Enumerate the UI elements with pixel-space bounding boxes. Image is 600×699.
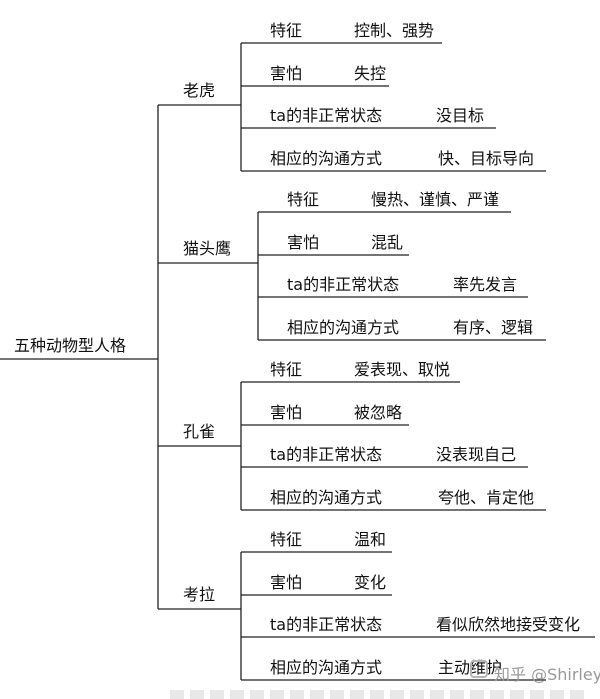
watermark-text: 知乎 @Shirley bbox=[494, 665, 600, 684]
row-key-2-2: ta的非正常状态 bbox=[270, 445, 383, 464]
row-key-0-1: 害怕 bbox=[270, 64, 303, 83]
group-label-0: 老虎 bbox=[183, 81, 216, 100]
row-value-2-2: 没表现自己 bbox=[436, 445, 517, 464]
row-value-1-0: 慢热、谨慎、严谨 bbox=[371, 190, 500, 209]
row-value-1-1: 混乱 bbox=[371, 233, 404, 252]
root-label: 五种动物型人格 bbox=[14, 336, 127, 355]
row-key-1-2: ta的非正常状态 bbox=[287, 275, 400, 294]
row-value-3-1: 变化 bbox=[354, 573, 387, 592]
row-value-0-3: 快、目标导向 bbox=[438, 149, 535, 168]
row-key-3-1: 害怕 bbox=[270, 573, 303, 592]
row-key-3-3: 相应的沟通方式 bbox=[270, 658, 383, 677]
row-value-0-1: 失控 bbox=[354, 64, 387, 83]
row-value-1-3: 有序、逻辑 bbox=[453, 318, 534, 337]
zhihu-logo-icon bbox=[470, 660, 488, 678]
row-value-0-2: 没目标 bbox=[436, 106, 485, 125]
row-value-3-0: 温和 bbox=[354, 530, 387, 549]
row-key-1-1: 害怕 bbox=[287, 233, 320, 252]
row-key-0-0: 特征 bbox=[270, 21, 303, 40]
row-value-0-0: 控制、强势 bbox=[354, 21, 435, 40]
row-key-2-3: 相应的沟通方式 bbox=[270, 488, 383, 507]
row-value-1-2: 率先发言 bbox=[453, 275, 518, 294]
row-key-1-0: 特征 bbox=[287, 190, 320, 209]
row-key-2-0: 特征 bbox=[270, 360, 303, 379]
row-value-2-3: 夸他、肯定他 bbox=[438, 488, 535, 507]
row-key-2-1: 害怕 bbox=[270, 403, 303, 422]
group-label-2: 孔雀 bbox=[183, 422, 216, 441]
row-key-3-0: 特征 bbox=[270, 530, 303, 549]
row-value-2-1: 被忽略 bbox=[354, 403, 403, 422]
group-label-1: 猫头鹰 bbox=[183, 239, 232, 258]
row-key-1-3: 相应的沟通方式 bbox=[287, 318, 400, 337]
cropped-text-fragment bbox=[170, 690, 590, 699]
row-key-0-3: 相应的沟通方式 bbox=[270, 149, 383, 168]
group-label-3: 考拉 bbox=[183, 585, 216, 604]
row-key-0-2: ta的非正常状态 bbox=[270, 106, 383, 125]
row-value-2-0: 爱表现、取悦 bbox=[354, 360, 451, 379]
row-key-3-2: ta的非正常状态 bbox=[270, 615, 383, 634]
row-value-3-2: 看似欣然地接受变化 bbox=[436, 615, 581, 634]
